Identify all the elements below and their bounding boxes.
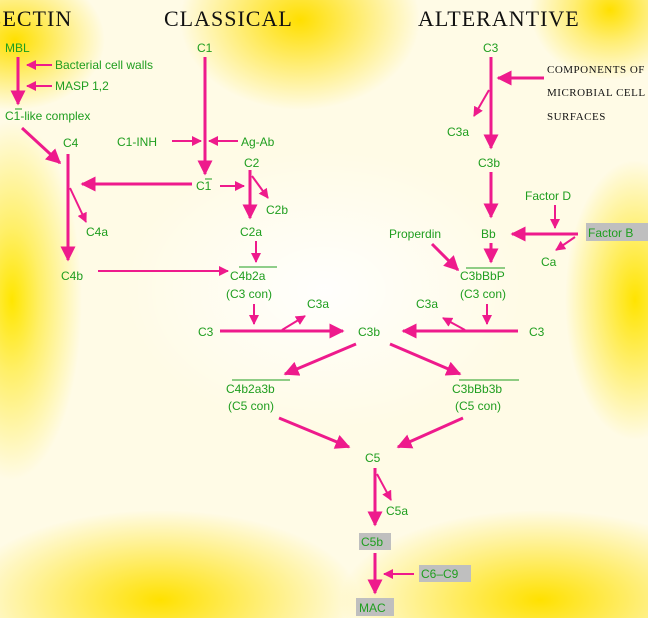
label-mbl: MBL [5,41,30,55]
label-properdin: Properdin [389,227,441,241]
label-c2: C2 [244,156,260,170]
label-masp: MASP 1,2 [55,79,109,93]
label-c4: C4 [63,136,79,150]
label-c3b-alt: C3b [478,156,500,170]
arrow-factor-b-to-ca [555,236,576,251]
factor-b-highlight [586,223,648,241]
header-classical: CLASSICAL [164,6,293,31]
label-c4b2a3b: C4b2a3b [226,382,275,396]
label-c5a: C5a [386,504,408,518]
arrow-c3b-to-c4b2a3b [283,342,357,376]
label-components-line2: MICROBIAL CELL [547,87,646,99]
label-factor-d: Factor D [525,189,571,203]
label-c1-active: C1 [196,179,212,193]
label-c3bbbp: C3bBbP [460,269,505,283]
mac-highlight [356,598,394,616]
label-bb: Bb [481,227,496,241]
label-c5-con-left: (C5 con) [228,399,274,413]
label-c4b: C4b [61,269,83,283]
label-components-line3: SURFACES [547,111,606,123]
label-c4a: C4a [86,225,108,239]
header-lectin: LECTIN [0,6,72,31]
label-c3-con-right: (C3 con) [460,287,506,301]
arrow-c3top-to-c3a [473,89,490,117]
label-c4b2a: C4b2a [230,269,266,283]
label-c3bbb3b: C3bBb3b [452,382,502,396]
label-c1: C1 [197,41,213,55]
label-c3a-right: C3a [416,297,438,311]
arrow-c1like-to-c4 [20,126,62,165]
label-c2a: C2a [240,225,262,239]
arrows [10,57,578,595]
c6-c9-highlight [419,565,471,582]
label-c3b-center: C3b [358,325,380,339]
label-c1-inh: C1-INH [117,135,157,149]
label-c3-top: C3 [483,41,499,55]
arrow-c5con-left-to-c5 [278,416,351,449]
arrow-c3a-right-branch [442,317,466,331]
arrow-c4-to-c4a [69,187,87,223]
label-bacterial-cell-walls: Bacterial cell walls [55,58,153,72]
header-alternative: ALTERANTIVE [418,6,580,31]
label-c5b: C5b [361,535,383,549]
arrow-c2-to-c2b [251,175,269,199]
label-c2b: C2b [266,203,288,217]
label-mac: MAC [359,601,386,615]
arrow-c3a-left-branch [281,315,306,331]
label-c6-c9: C6–C9 [421,567,459,581]
label-c5: C5 [365,451,381,465]
label-c1-like-complex: C1-like complex [5,109,90,123]
label-factor-b: Factor B [588,226,633,240]
arrow-c5con-right-to-c5 [396,416,464,449]
label-c3-right: C3 [529,325,545,339]
arrow-c5-to-c5a [376,473,392,501]
label-ca: Ca [541,255,557,269]
label-c5-con-right: (C5 con) [455,399,501,413]
label-components-line1: COMPONENTS OF [547,64,645,76]
label-c3-con-left: (C3 con) [226,287,272,301]
label-ag-ab: Ag-Ab [241,135,275,149]
label-c3a-alt: C3a [447,125,469,139]
arrow-c3b-to-c3bbb3b [389,342,462,376]
arrow-properdin [430,242,460,272]
label-c3-left: C3 [198,325,214,339]
label-c3a-left: C3a [307,297,329,311]
c5b-highlight [359,533,391,550]
